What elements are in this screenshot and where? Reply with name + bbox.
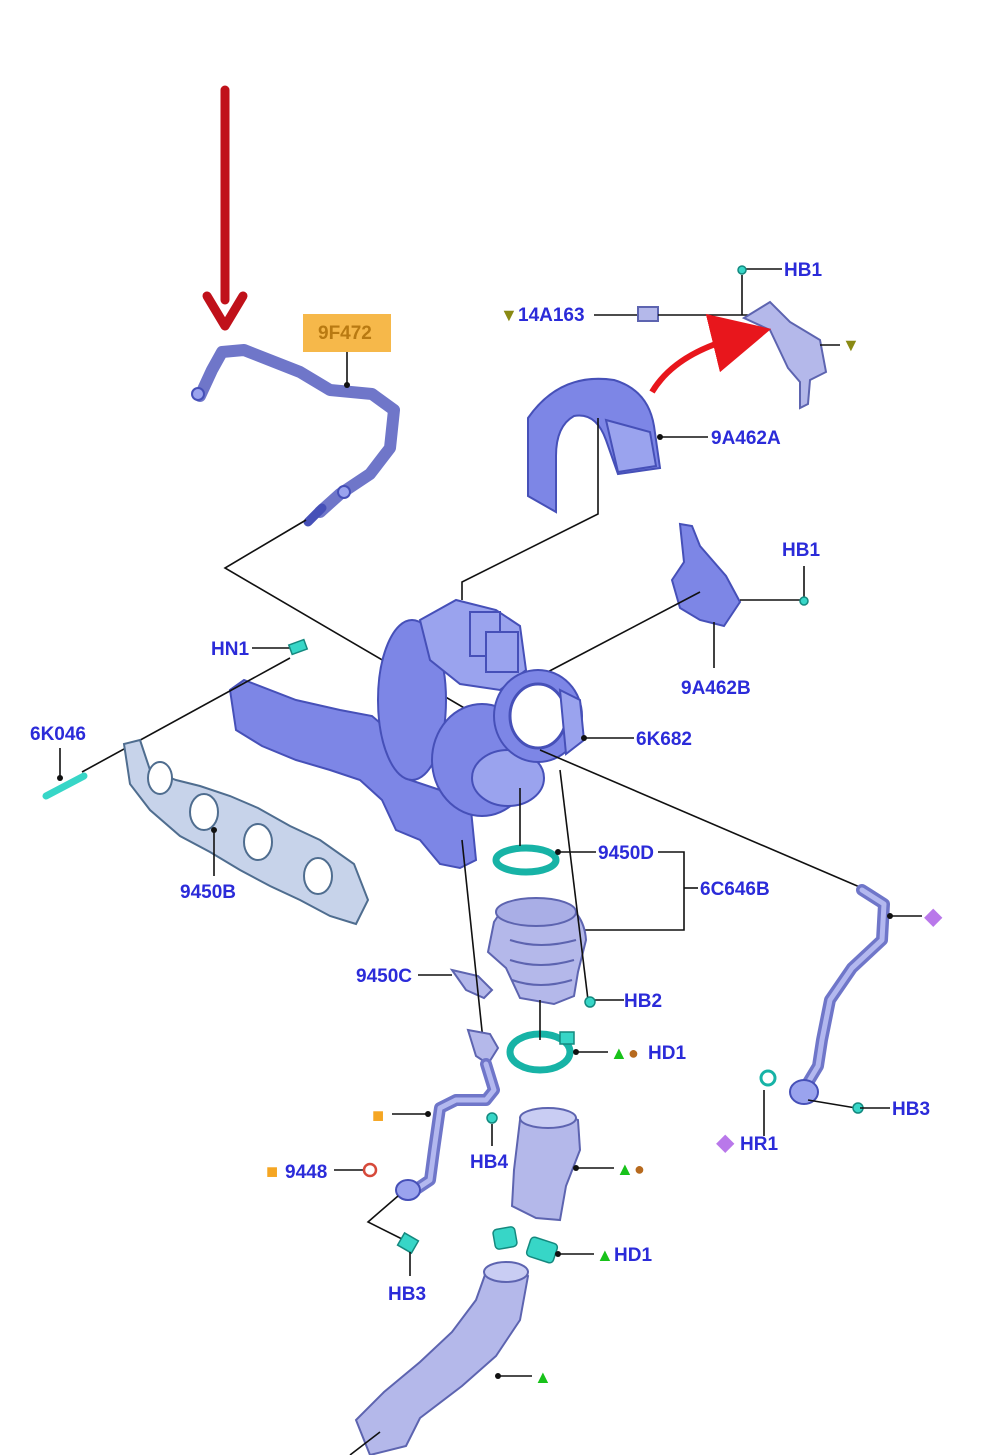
oil-feed-pipe-part xyxy=(395,1028,500,1201)
sensor-label-highlight xyxy=(303,314,391,352)
label-6k046: 6K046 xyxy=(30,724,86,745)
label-9450c: 9450C xyxy=(356,966,412,987)
oil-return-pipe-part xyxy=(789,884,890,1105)
label-9450b: 9450B xyxy=(180,882,236,903)
bolt-hb3-left-part xyxy=(396,1231,420,1255)
stud-hn1-part xyxy=(287,638,309,656)
label-6c646b: 6C646B xyxy=(700,879,770,900)
label-9f472: 9F472 xyxy=(318,323,372,344)
clamp-hd1-upper-part xyxy=(506,1030,575,1074)
lower-exhaust-pipe-part xyxy=(354,1261,530,1455)
olive-triangle-icon-2: ▼ xyxy=(842,335,860,355)
intermediate-pipe-part xyxy=(510,1107,582,1222)
red-indicator-arrow xyxy=(202,85,248,331)
gasket-9450c-part xyxy=(449,968,494,1000)
label-hb1-top: HB1 xyxy=(784,260,822,281)
label-hb4: HB4 xyxy=(470,1152,508,1173)
label-hb1-mid: HB1 xyxy=(782,540,820,561)
green-triangle-icon-3: ▲ xyxy=(596,1245,614,1265)
sensor-9f472-part xyxy=(191,344,400,527)
downpipe-flex-part xyxy=(486,897,588,1006)
turbocharger-part xyxy=(228,598,586,870)
seal-9448-part xyxy=(362,1162,378,1178)
label-hb3-left: HB3 xyxy=(388,1284,426,1305)
seal-hr1-part xyxy=(759,1069,777,1087)
brown-circle-icon: ● xyxy=(628,1043,639,1063)
orange-square-icon: ■ xyxy=(372,1105,384,1127)
label-hr1: HR1 xyxy=(740,1134,778,1155)
label-9450d: 9450D xyxy=(598,843,654,864)
violet-diamond-icon: ◆ xyxy=(924,903,943,930)
olive-triangle-icon: ▼ xyxy=(500,305,518,325)
label-9a462a: 9A462A xyxy=(711,428,781,449)
green-triangle-icon: ▲ xyxy=(610,1043,628,1063)
label-hb3-right: HB3 xyxy=(892,1099,930,1120)
label-9448: 9448 xyxy=(285,1162,327,1183)
brown-circle-icon-2: ● xyxy=(634,1159,645,1179)
label-6k682: 6K682 xyxy=(636,729,692,750)
connector-bracket-part xyxy=(741,300,828,410)
green-triangle-icon-2: ▲ xyxy=(616,1159,634,1179)
label-hn1: HN1 xyxy=(211,639,249,660)
clamp-hd1-lower-part xyxy=(492,1226,559,1264)
label-hd1-lower: HD1 xyxy=(614,1245,652,1266)
label-14a163: 14A163 xyxy=(518,305,585,326)
label-9a462b: 9A462B xyxy=(681,678,751,699)
stud-6k046-part xyxy=(42,772,88,800)
red-relocation-arrow xyxy=(649,313,772,394)
green-triangle-icon-4: ▲ xyxy=(534,1367,552,1387)
heat-shield-lower-part xyxy=(670,522,742,628)
orange-square-icon-2: ■ xyxy=(266,1161,278,1183)
heat-shield-upper-part xyxy=(527,377,662,514)
gasket-9450d-part xyxy=(492,844,560,876)
manifold-gasket-part xyxy=(122,738,370,926)
violet-diamond-icon-2: ◆ xyxy=(716,1129,735,1156)
label-hb2: HB2 xyxy=(624,991,662,1012)
label-hd1-upper: HD1 xyxy=(648,1043,686,1064)
